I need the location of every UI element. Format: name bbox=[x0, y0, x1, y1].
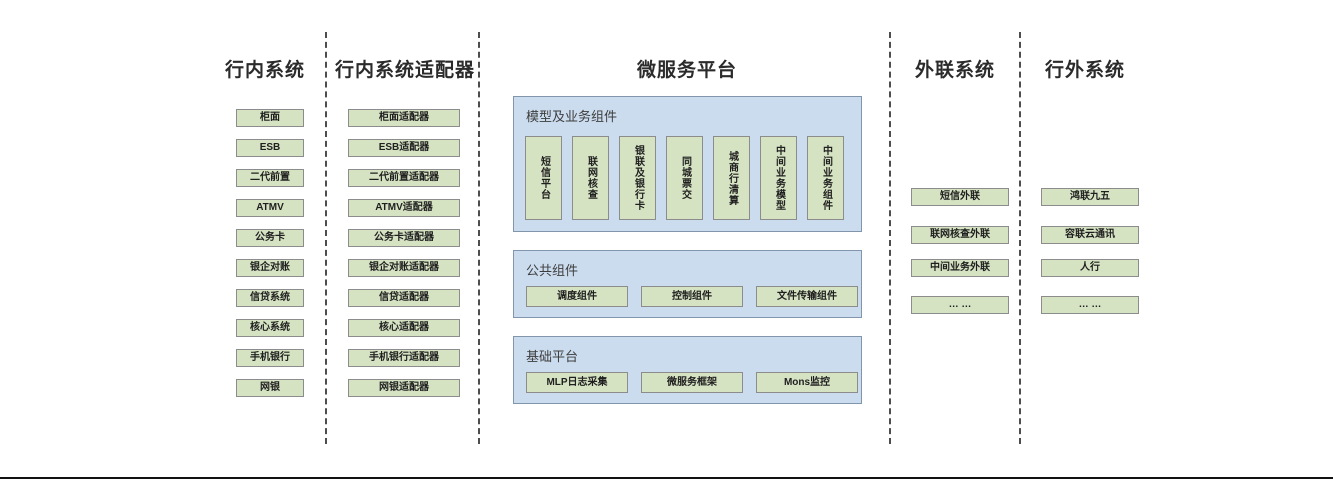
node-internal-system[interactable]: ESB bbox=[236, 139, 304, 157]
panel-title-model-business-components: 模型及业务组件 bbox=[526, 109, 618, 124]
component-label: 联网核查 bbox=[585, 156, 597, 200]
node-outside-bank-system[interactable]: … … bbox=[1041, 296, 1139, 314]
column-title-internal-systems: 行内系统 bbox=[224, 60, 305, 81]
node-internal-system[interactable]: 网银 bbox=[236, 379, 304, 397]
component-base-platform[interactable]: 微服务框架 bbox=[641, 372, 743, 393]
node-internal-system[interactable]: 核心系统 bbox=[236, 319, 304, 337]
component-label: 短信平台 bbox=[538, 156, 550, 200]
component-model-business[interactable]: 银联及银行卡 bbox=[619, 136, 656, 220]
component-base-platform[interactable]: MLP日志采集 bbox=[526, 372, 628, 393]
divider-2 bbox=[478, 32, 480, 444]
divider-4 bbox=[1019, 32, 1021, 444]
component-model-business[interactable]: 同城票交 bbox=[666, 136, 703, 220]
component-label: 银联及银行卡 bbox=[632, 145, 644, 211]
node-internal-system[interactable]: 公务卡 bbox=[236, 229, 304, 247]
node-internal-adapter[interactable]: 手机银行适配器 bbox=[348, 349, 460, 367]
node-internal-system[interactable]: 二代前置 bbox=[236, 169, 304, 187]
node-internal-adapter[interactable]: ESB适配器 bbox=[348, 139, 460, 157]
node-internal-adapter[interactable]: 信贷适配器 bbox=[348, 289, 460, 307]
node-internal-adapter[interactable]: 二代前置适配器 bbox=[348, 169, 460, 187]
node-internal-adapter[interactable]: ATMV适配器 bbox=[348, 199, 460, 217]
node-internal-adapter[interactable]: 柜面适配器 bbox=[348, 109, 460, 127]
component-public[interactable]: 调度组件 bbox=[526, 286, 628, 307]
node-outside-bank-system[interactable]: 容联云通讯 bbox=[1041, 226, 1139, 244]
component-label: 城商行清算 bbox=[726, 150, 738, 206]
component-model-business[interactable]: 联网核查 bbox=[572, 136, 609, 220]
panel-public-components: 公共组件 bbox=[513, 250, 862, 318]
component-label: 中间业务模型 bbox=[773, 145, 785, 211]
node-internal-system[interactable]: ATMV bbox=[236, 199, 304, 217]
divider-3 bbox=[889, 32, 891, 444]
component-model-business[interactable]: 短信平台 bbox=[525, 136, 562, 220]
node-internal-system[interactable]: 柜面 bbox=[236, 109, 304, 127]
node-external-link-system[interactable]: 短信外联 bbox=[911, 188, 1009, 206]
node-internal-adapter[interactable]: 公务卡适配器 bbox=[348, 229, 460, 247]
node-internal-system[interactable]: 信贷系统 bbox=[236, 289, 304, 307]
node-outside-bank-system[interactable]: 人行 bbox=[1041, 259, 1139, 277]
node-internal-adapter[interactable]: 银企对账适配器 bbox=[348, 259, 460, 277]
page-bottom-rule bbox=[0, 477, 1333, 479]
column-title-external-link-systems: 外联系统 bbox=[914, 60, 995, 81]
node-external-link-system[interactable]: 中间业务外联 bbox=[911, 259, 1009, 277]
panel-title-public-components: 公共组件 bbox=[526, 263, 579, 278]
node-external-link-system[interactable]: … … bbox=[911, 296, 1009, 314]
node-external-link-system[interactable]: 联网核查外联 bbox=[911, 226, 1009, 244]
component-label: 中间业务组件 bbox=[820, 145, 832, 211]
node-internal-adapter[interactable]: 网银适配器 bbox=[348, 379, 460, 397]
node-internal-adapter[interactable]: 核心适配器 bbox=[348, 319, 460, 337]
panel-title-base-platform: 基础平台 bbox=[526, 349, 579, 364]
column-title-internal-adapters: 行内系统适配器 bbox=[334, 60, 475, 81]
component-public[interactable]: 控制组件 bbox=[641, 286, 743, 307]
divider-1 bbox=[325, 32, 327, 444]
component-public[interactable]: 文件传输组件 bbox=[756, 286, 858, 307]
panel-base-platform: 基础平台 bbox=[513, 336, 862, 404]
node-internal-system[interactable]: 银企对账 bbox=[236, 259, 304, 277]
component-label: 同城票交 bbox=[679, 156, 691, 200]
node-internal-system[interactable]: 手机银行 bbox=[236, 349, 304, 367]
component-model-business[interactable]: 中间业务组件 bbox=[807, 136, 844, 220]
node-outside-bank-system[interactable]: 鸿联九五 bbox=[1041, 188, 1139, 206]
component-model-business[interactable]: 城商行清算 bbox=[713, 136, 750, 220]
column-title-microservice-platform: 微服务平台 bbox=[636, 60, 737, 81]
component-base-platform[interactable]: Mons监控 bbox=[756, 372, 858, 393]
component-model-business[interactable]: 中间业务模型 bbox=[760, 136, 797, 220]
column-title-outside-bank-systems: 行外系统 bbox=[1044, 60, 1125, 81]
